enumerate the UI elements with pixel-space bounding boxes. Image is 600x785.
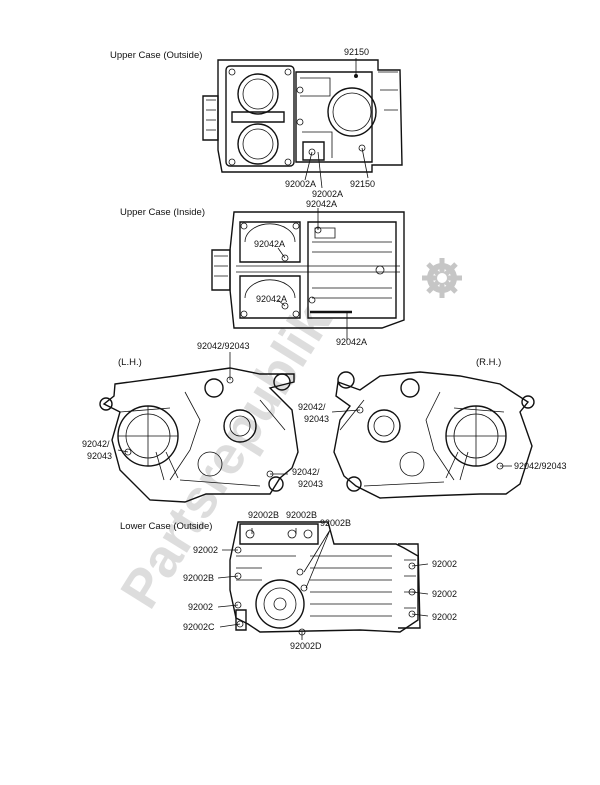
part-label-92042a-bottom: 92042A	[336, 337, 368, 347]
part-label-92002-right-2: 92002	[432, 589, 458, 599]
part-label-92002b-left: 92002B	[183, 573, 215, 583]
part-label-lh-92043: 92043	[87, 451, 113, 461]
part-label-92002d: 92002D	[290, 641, 322, 651]
right-side-case-drawing	[331, 371, 535, 499]
part-label-lh-bottom-92043: 92043	[298, 479, 324, 489]
part-label-92002a-1: 92002A	[285, 179, 317, 189]
part-label-lh-bottom-92042: 92042/	[292, 467, 320, 477]
part-label-92002-left-1: 92002	[193, 545, 219, 555]
part-label-rh-92042: 92042/	[298, 402, 326, 412]
title-upper-case-inside: Upper Case (Inside)	[120, 207, 206, 218]
lower-case-outside-drawing	[217, 521, 429, 640]
part-label-92002b-2: 92002B	[286, 510, 318, 520]
title-right-side: (R.H.)	[476, 357, 502, 368]
part-label-92042-92043-top: 92042/92043	[197, 341, 250, 351]
upper-case-inside-drawing	[211, 208, 405, 340]
title-left-side: (L.H.)	[118, 357, 142, 368]
left-side-case-drawing	[99, 352, 299, 503]
part-label-92002b-1: 92002B	[248, 510, 280, 520]
part-label-92042a-1: 92042A	[254, 239, 286, 249]
part-label-92042a-top: 92042A	[306, 199, 338, 209]
title-lower-case-outside: Lower Case (Outside)	[120, 521, 213, 532]
part-label-lh-92042: 92042/	[82, 439, 110, 449]
part-label-rh-92043: 92043	[304, 414, 330, 424]
part-label-92150-top: 92150	[344, 47, 370, 57]
part-label-92002c: 92002C	[183, 622, 215, 632]
part-label-92002b-3: 92002B	[320, 518, 352, 528]
part-label-92002a-2: 92002A	[312, 189, 344, 199]
part-label-92002-right-3: 92002	[432, 612, 458, 622]
part-label-92150-bottom: 92150	[350, 179, 376, 189]
watermark-gear-icon	[422, 258, 462, 298]
part-label-92002-left-2: 92002	[188, 602, 214, 612]
part-label-92002-right-1: 92002	[432, 559, 458, 569]
part-label-92042a-2: 92042A	[256, 294, 288, 304]
part-label-rh-92042-92043: 92042/92043	[514, 461, 567, 471]
title-upper-case-outside: Upper Case (Outside)	[110, 50, 203, 61]
upper-case-outside-drawing	[202, 58, 403, 189]
